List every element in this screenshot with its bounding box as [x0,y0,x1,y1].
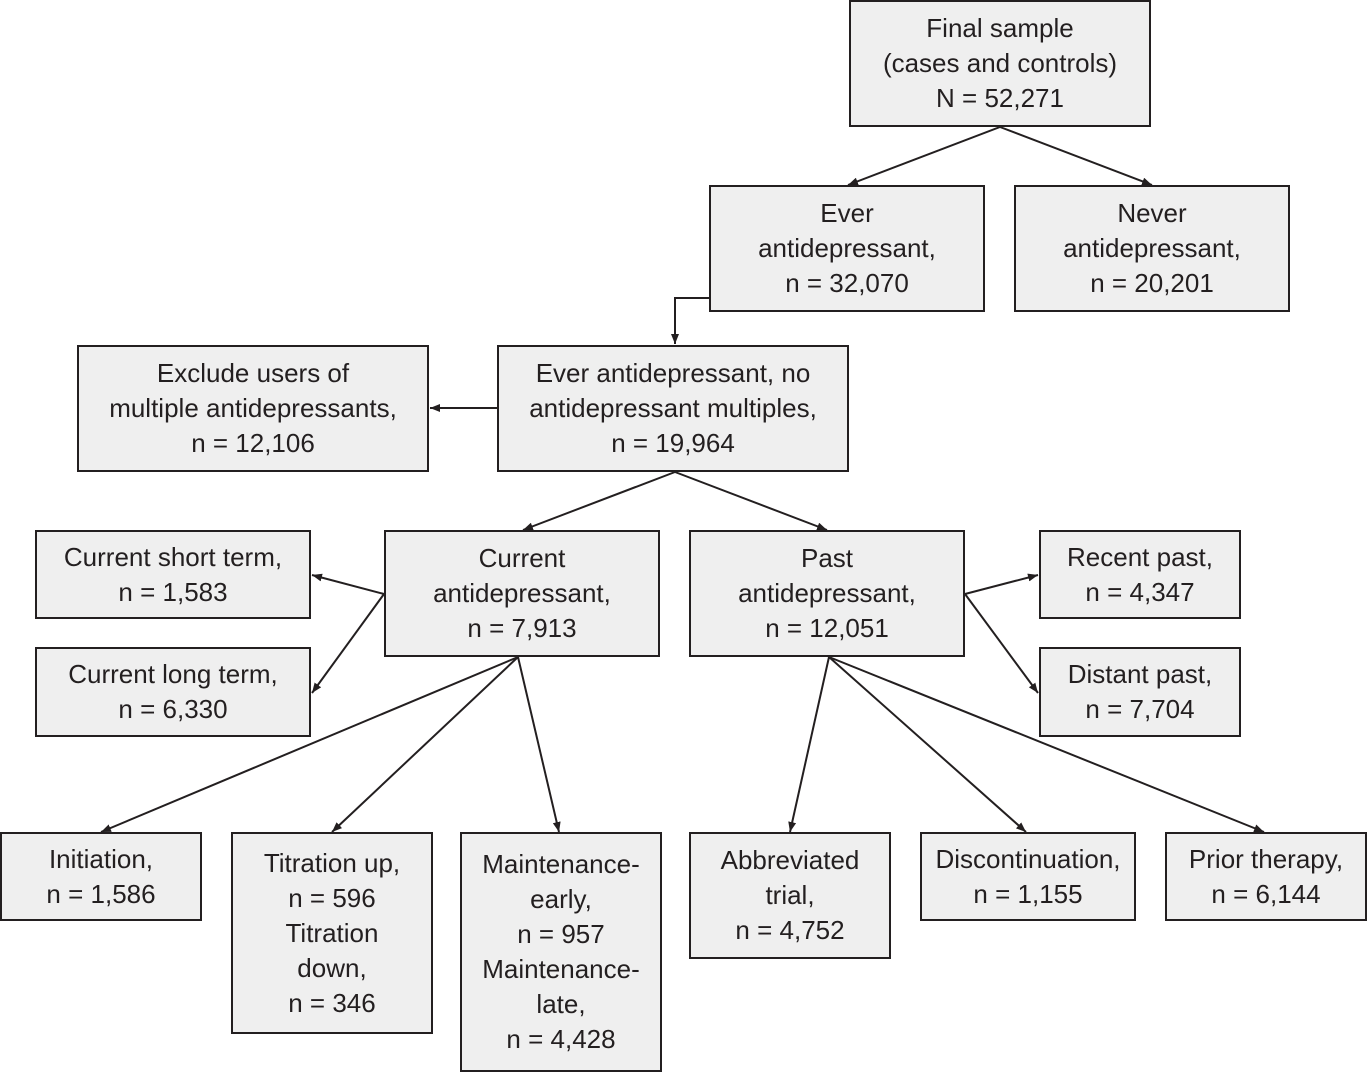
box-current-short-term: Current short term, n = 1,583 [35,530,311,619]
box-line: n = 20,201 [1090,268,1214,298]
arrow-past-to-distant [964,593,1039,694]
box-line: Distant past, [1067,659,1213,689]
box-line: (cases and controls) [882,48,1118,78]
box-never-antidepressant: Never antidepressant, n = 20,201 [1014,185,1290,312]
arrow-past-to-recent [964,573,1039,595]
box-ever-no-multiples: Ever antidepressant, no antidepressant m… [497,345,849,472]
arrow-ever-to-evernomult [671,297,709,344]
box-line: trial, [765,880,815,910]
box-line: Never [1117,198,1187,228]
box-line: Past [800,543,854,573]
box-discontinuation: Discontinuation, n = 1,155 [920,832,1136,921]
box-line: Final sample [926,13,1074,43]
box-line: Ever [820,198,874,228]
box-prior-therapy: Prior therapy, n = 6,144 [1165,832,1367,921]
box-line: Current [478,543,566,573]
arrow-evernomult-to-past [674,471,828,531]
box-exclude-multiple-users: Exclude users of multiple antidepressant… [77,345,429,472]
arrow-current-to-initiation [100,656,519,833]
box-line: N = 52,271 [936,83,1064,113]
arrow-final-to-ever [847,126,1001,186]
box-recent-past: Recent past, n = 4,347 [1039,530,1241,619]
box-line: n = 1,586 [46,878,156,909]
box-past-antidepressant: Past antidepressant, n = 12,051 [689,530,965,657]
box-line: Prior therapy, [1188,843,1344,874]
box-line: n = 7,704 [1085,694,1195,724]
box-line: antidepressant, [758,233,936,263]
box-line: n = 6,144 [1211,878,1321,909]
box-line: Ever antidepressant, no [535,358,811,388]
box-line: Current short term, [63,541,283,572]
box-line: n = 12,051 [765,613,889,643]
box-line: Maintenance- [482,954,640,984]
box-line: Initiation, [48,843,154,874]
box-final-sample: Final sample (cases and controls) N = 52… [849,0,1151,127]
box-line: n = 12,106 [191,428,315,458]
box-line: Abbreviated [720,845,860,875]
box-current-antidepressant: Current antidepressant, n = 7,913 [384,530,660,657]
box-line: n = 6,330 [118,694,228,724]
arrow-past-to-discontinuation [828,656,1027,833]
box-maintenance: Maintenance- early, n = 957 Maintenance-… [460,832,662,1072]
box-abbreviated-trial: Abbreviated trial, n = 4,752 [689,832,891,959]
arrow-current-to-maintenance [517,656,561,833]
box-line: n = 19,964 [611,428,735,458]
box-distant-past: Distant past, n = 7,704 [1039,647,1241,737]
box-line: antidepressant, [1063,233,1241,263]
box-line: n = 1,155 [973,878,1083,909]
box-ever-antidepressant: Ever antidepressant, n = 32,070 [709,185,985,312]
box-line: multiple antidepressants, [109,393,397,423]
arrow-past-to-prior [828,656,1265,833]
box-line: n = 1,583 [118,576,228,607]
box-current-long-term: Current long term, n = 6,330 [35,647,311,737]
box-line: Recent past, [1067,541,1213,572]
arrow-current-to-short [311,573,385,595]
box-line: n = 4,347 [1085,576,1195,607]
arrow-evernomult-to-current [522,471,676,531]
box-initiation: Initiation, n = 1,586 [0,832,202,921]
box-line: n = 4,428 [506,1024,616,1054]
box-line: n = 596 [288,882,376,913]
box-line: n = 346 [288,987,376,1018]
box-line: Titration up, [263,847,401,878]
box-line: late, [536,989,586,1019]
arrow-past-to-abbreviated [788,656,830,833]
box-line: Titration [285,917,379,948]
box-line: Discontinuation, [935,843,1121,874]
box-line: n = 7,913 [467,613,577,643]
box-line: n = 957 [517,919,605,949]
box-line: antidepressant, [433,578,611,608]
box-titration: Titration up, n = 596 Titration down, n … [231,832,433,1034]
arrow-current-to-long [311,593,385,694]
box-line: early, [530,884,592,914]
box-line: down, [297,952,367,983]
box-line: n = 32,070 [785,268,909,298]
box-line: Maintenance- [482,849,640,879]
arrow-final-to-never [999,126,1153,186]
box-line: n = 4,752 [735,915,845,945]
arrow-current-to-titration [331,656,519,833]
box-line: antidepressant, [738,578,916,608]
box-line: antidepressant multiples, [529,393,817,423]
box-line: Exclude users of [156,358,350,388]
box-line: Current long term, [68,659,278,689]
